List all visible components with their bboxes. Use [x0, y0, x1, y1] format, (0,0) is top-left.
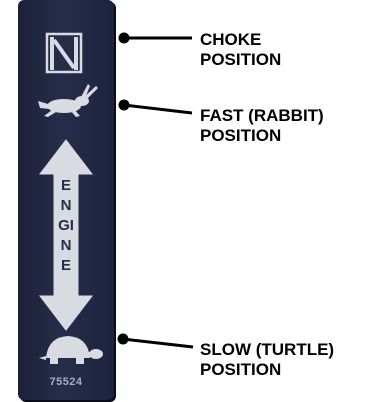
turtle-icon [39, 336, 103, 364]
decal-graphics [38, 32, 103, 364]
choke-label-line1: CHOKE [200, 30, 262, 49]
choke-label-line2: POSITION [200, 50, 282, 69]
choke-icon [45, 32, 83, 74]
slow-position-label: SLOW (TURTLE) POSITION [200, 340, 334, 380]
slow-label-line2: POSITION [200, 360, 282, 379]
slow-label-line1: SLOW (TURTLE) [200, 340, 335, 359]
fast-position-label: FAST (RABBIT) POSITION [200, 106, 324, 146]
fast-label-line1: FAST (RABBIT) [200, 106, 324, 125]
rabbit-icon [38, 84, 98, 117]
fast-label-line2: POSITION [200, 126, 282, 145]
throttle-decal: ENGINE 75524 [18, 0, 114, 400]
double-arrow-icon [38, 139, 94, 331]
choke-leader [118, 32, 192, 44]
engine-label: ENGINE [58, 177, 74, 274]
fast-leader [118, 99, 193, 115]
slow-leader [117, 333, 194, 349]
choke-position-label: CHOKE POSITION [200, 30, 281, 70]
part-number: 75524 [49, 376, 83, 388]
